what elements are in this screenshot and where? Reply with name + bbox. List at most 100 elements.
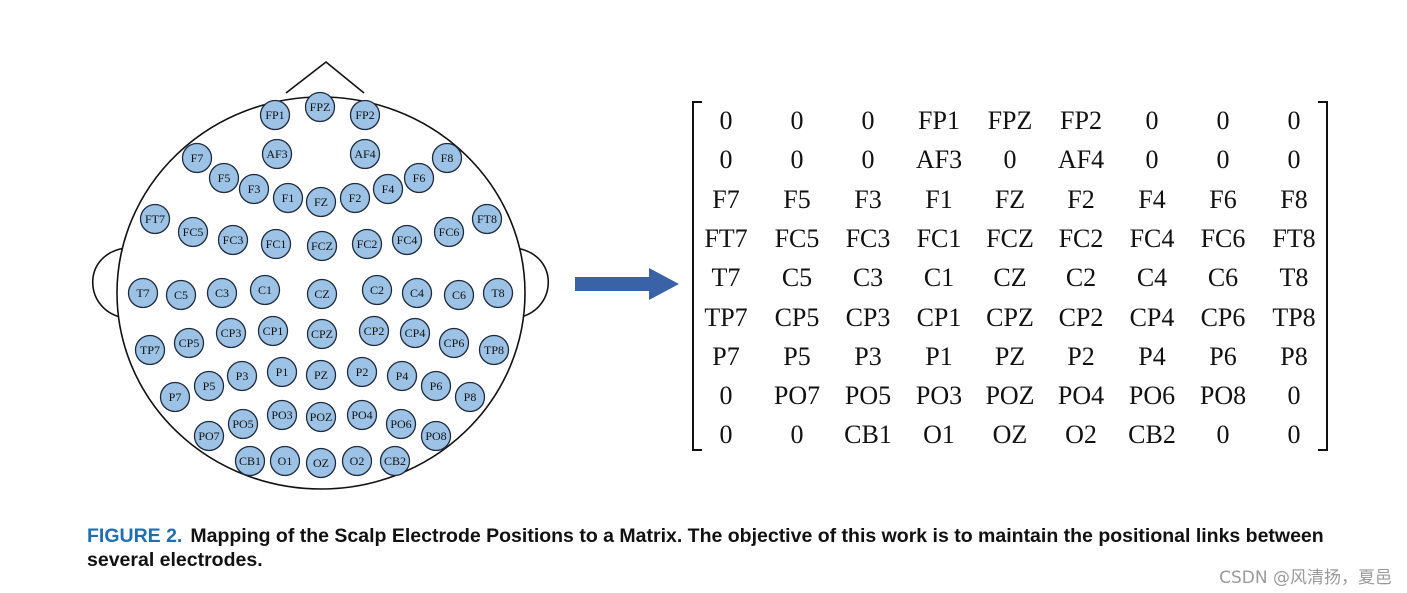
electrode-marker xyxy=(306,230,338,262)
electrode-label: P8 xyxy=(464,390,477,404)
electrode-fc3: FC3 xyxy=(217,224,249,256)
electrode-fpz: FPZ xyxy=(304,91,336,123)
electrode-marker xyxy=(227,408,259,440)
mapping-arrow xyxy=(575,268,679,300)
electrode-label: FT7 xyxy=(145,212,165,226)
electrode-cpz: CPZ xyxy=(306,318,338,350)
electrode-fc2: FC2 xyxy=(351,228,383,260)
electrode-label: FC2 xyxy=(357,237,378,251)
electrode-marker xyxy=(361,274,393,306)
electrode-label: FP1 xyxy=(265,108,284,122)
matrix-cell: FC2 xyxy=(1058,223,1104,253)
electrode-p8: P8 xyxy=(454,381,486,413)
electrode-label: FC1 xyxy=(266,237,287,251)
electrode-p4: P4 xyxy=(386,360,418,392)
electrode-marker xyxy=(339,182,371,214)
matrix-cell: 0 xyxy=(790,420,804,450)
electrode-label: P3 xyxy=(236,369,249,383)
matrix-cell: C1 xyxy=(923,263,955,293)
electrode-marker xyxy=(238,173,270,205)
electrode-ft7: FT7 xyxy=(139,203,171,235)
electrode-label: CP5 xyxy=(179,336,200,350)
electrode-fc5: FC5 xyxy=(177,216,209,248)
matrix-cell: CB1 xyxy=(844,420,892,450)
electrode-f3: F3 xyxy=(238,173,270,205)
electrode-marker xyxy=(306,278,338,310)
matrix-cell: PO5 xyxy=(844,381,892,411)
electrode-p3: P3 xyxy=(226,360,258,392)
electrode-marker xyxy=(159,381,191,413)
electrode-c5: C5 xyxy=(165,279,197,311)
electrode-label: FZ xyxy=(314,195,328,209)
electrode-label: C4 xyxy=(410,286,424,300)
matrix-cell: CP6 xyxy=(1200,302,1246,332)
electrode-o1: O1 xyxy=(269,445,301,477)
electrode-label: FC5 xyxy=(183,225,204,239)
electrode-marker xyxy=(358,315,390,347)
matrix-cell: 0 xyxy=(790,145,804,175)
electrode-marker xyxy=(391,224,423,256)
matrix-cell: AF3 xyxy=(915,145,963,175)
matrix-cell: F4 xyxy=(1138,184,1166,214)
electrode-marker xyxy=(173,327,205,359)
electrode-label: PZ xyxy=(314,368,328,382)
matrix-cell: 0 xyxy=(719,420,733,450)
matrix-cell: CP5 xyxy=(774,302,820,332)
watermark: CSDN @风清扬，夏邑 xyxy=(1219,568,1392,588)
electrode-cb1: CB1 xyxy=(234,445,266,477)
matrix-cell: PO8 xyxy=(1199,381,1247,411)
matrix-cell: O1 xyxy=(923,420,955,450)
electrode-marker xyxy=(438,327,470,359)
matrix-cell: C5 xyxy=(781,263,813,293)
electrode-marker xyxy=(349,99,381,131)
electrode-tp8: TP8 xyxy=(478,334,510,366)
electrode-p6: P6 xyxy=(420,370,452,402)
electrode-label: P5 xyxy=(203,379,216,393)
matrix-cell: 0 xyxy=(1145,145,1159,175)
electrode-o2: O2 xyxy=(341,445,373,477)
electrode-f6: F6 xyxy=(403,162,435,194)
electrode-marker xyxy=(249,274,281,306)
electrode-marker xyxy=(215,317,247,349)
matrix-cell: T8 xyxy=(1279,263,1309,293)
electrode-label: F7 xyxy=(191,151,204,165)
electrode-label: T7 xyxy=(136,286,149,300)
matrix-cell: F5 xyxy=(783,184,811,214)
electrode-label: C3 xyxy=(215,286,229,300)
electrode-marker xyxy=(401,277,433,309)
electrode-label: C1 xyxy=(258,283,272,297)
matrix-cell: 0 xyxy=(719,381,733,411)
matrix-cell: FP1 xyxy=(918,106,960,135)
electrode-label: TP7 xyxy=(140,343,160,357)
electrode-c2: C2 xyxy=(361,274,393,306)
electrode-label: CB2 xyxy=(384,454,406,468)
electrode-label: CP3 xyxy=(221,326,242,340)
matrix-cell: FP2 xyxy=(1060,106,1102,135)
electrode-cp1: CP1 xyxy=(257,315,289,347)
caption-text: Mapping of the Scalp Electrode Positions… xyxy=(87,525,1324,571)
electrode-label: P4 xyxy=(396,369,409,383)
matrix-cell: 0 xyxy=(1287,145,1301,175)
matrix-cell: PO6 xyxy=(1128,381,1176,411)
electrode-marker xyxy=(346,399,378,431)
electrode-label: TP8 xyxy=(484,343,504,357)
electrode-marker xyxy=(266,399,298,431)
electrode-fcz: FCZ xyxy=(306,230,338,262)
matrix-left-bracket xyxy=(692,101,702,451)
electrode-label: OZ xyxy=(313,456,329,470)
electrode-label: FC6 xyxy=(439,225,460,239)
matrix-cell: P2 xyxy=(1067,341,1095,371)
electrode-label: CP2 xyxy=(364,324,385,338)
electrode-po6: PO6 xyxy=(385,408,417,440)
electrode-cp5: CP5 xyxy=(173,327,205,359)
matrix-cell: P6 xyxy=(1209,341,1237,371)
electrode-marker xyxy=(304,91,336,123)
matrix-cell: P7 xyxy=(712,341,740,371)
